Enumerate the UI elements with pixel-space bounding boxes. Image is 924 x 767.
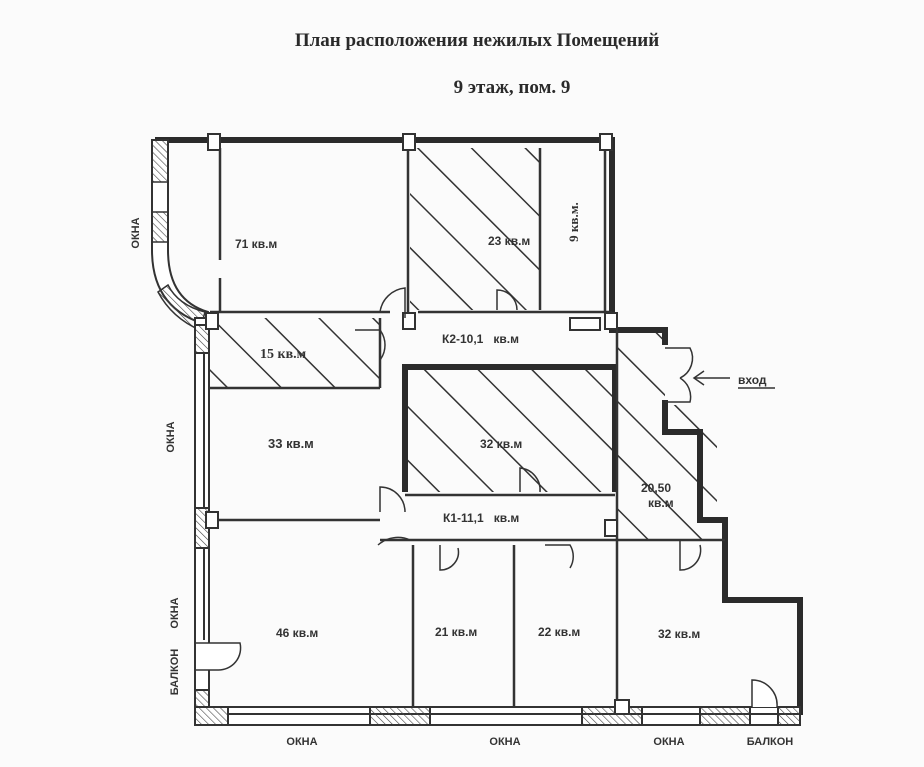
balcony-label-left: БАЛКОН — [169, 649, 181, 696]
room-label-32a: 32 кв.м — [480, 437, 522, 451]
left-curved-wall — [151, 139, 209, 332]
room-label-23: 23 кв.м — [488, 234, 530, 248]
left-wall — [194, 317, 210, 719]
windows-label-bottom-1: ОКНА — [286, 736, 317, 748]
balcony-door-left — [196, 642, 242, 671]
room-label-71: 71 кв.м — [235, 237, 277, 251]
room-label-22: 22 кв.м — [538, 625, 580, 639]
room-label-33: 33 кв.м — [268, 436, 314, 451]
room-label-15: 15 кв.м — [260, 347, 307, 362]
room-32a-hatch — [405, 367, 615, 492]
entrance-label: вход — [738, 373, 767, 387]
windows-label-left-mid: ОКНА — [165, 421, 177, 452]
entrance-arrow-icon — [692, 370, 730, 386]
plan-title: План расположения нежилых Помещений — [294, 30, 660, 51]
door-swings — [355, 287, 702, 571]
windows-label-left-bottom: ОКНА — [169, 597, 181, 628]
bottom-wall — [194, 706, 801, 726]
partitions — [210, 148, 725, 707]
corridor-label-k2: К2-10,1 кв.м — [442, 332, 519, 346]
plan-subtitle: 9 этаж, пом. 9 — [453, 77, 571, 98]
room-label-2050: 20,50 — [641, 481, 671, 495]
balcony-label-bottom: БАЛКОН — [747, 736, 794, 748]
windows-label-left-top: ОКНА — [130, 217, 142, 248]
room-label-32b: 32 кв.м — [658, 627, 700, 641]
windows-label-bottom-3: ОКНА — [653, 736, 684, 748]
room-23-hatch — [410, 148, 540, 310]
room-label-9: 9 кв.м. — [566, 202, 581, 242]
columns — [205, 133, 630, 715]
room-label-21: 21 кв.м — [435, 625, 477, 639]
windows-label-bottom-2: ОКНА — [489, 736, 520, 748]
room-label-2050-unit: кв.м — [648, 496, 674, 510]
room-15-hatch — [210, 318, 380, 388]
corridor-label-k1: К1-11,1 кв.м — [443, 511, 519, 525]
room-label-46: 46 кв.м — [276, 626, 318, 640]
balcony-door-bottom — [751, 679, 778, 708]
